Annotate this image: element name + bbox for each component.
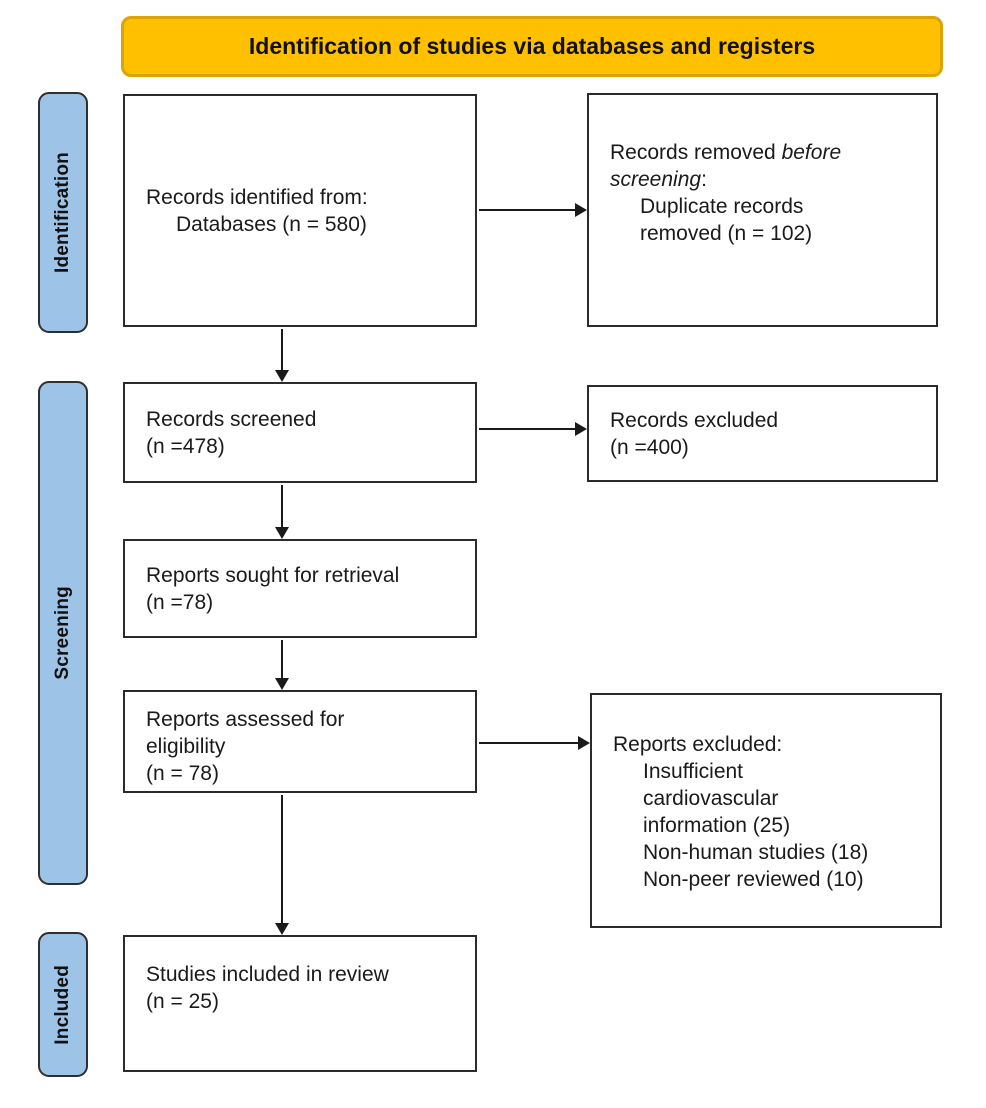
- arrow-screened-to-excluded-line: [479, 428, 576, 430]
- arrow-identified-to-screened-head: [275, 370, 289, 382]
- box-line: Records removed before: [610, 141, 842, 164]
- stage-screening-label: Screening: [52, 586, 73, 680]
- box-line: information (25): [643, 814, 791, 837]
- arrow-identified-to-removed-line: [479, 209, 576, 211]
- box-records-identified: Records identified from: Databases (n = …: [123, 94, 477, 327]
- arrow-sought-to-assessed-head: [275, 678, 289, 690]
- box-line: Databases (n = 580): [176, 212, 367, 236]
- box-line: Records screened: [146, 407, 317, 431]
- arrow-screened-to-sought-head: [275, 527, 289, 539]
- box-line: cardiovascular: [643, 787, 779, 810]
- stage-included-label: Included: [52, 964, 73, 1045]
- box-records-removed: Records removed before screening: Duplic…: [587, 93, 938, 327]
- box-line: Non-peer reviewed (10): [643, 868, 864, 891]
- box-line: Insufficient: [643, 760, 744, 783]
- box-line: (n =400): [610, 435, 689, 459]
- box-reports-excluded: Reports excluded: Insufficient cardiovas…: [590, 693, 942, 928]
- arrow-identified-to-removed-head: [575, 203, 587, 217]
- title-banner-label: Identification of studies via databases …: [248, 33, 816, 59]
- box-line: eligibility: [146, 735, 226, 758]
- box-line: (n =78): [146, 590, 214, 614]
- box-line: Duplicate records: [640, 195, 804, 218]
- arrow-assessed-to-excluded-line: [479, 742, 579, 744]
- arrow-screened-to-sought-line: [281, 485, 283, 528]
- arrow-assessed-to-included-line: [281, 795, 283, 924]
- box-records-screened: Records screened (n =478): [123, 382, 477, 483]
- box-line: removed (n = 102): [640, 222, 813, 245]
- arrow-sought-to-assessed-line: [281, 640, 283, 679]
- arrow-identified-to-screened-line: [281, 329, 283, 371]
- arrow-screened-to-excluded-head: [575, 422, 587, 436]
- box-line: (n = 25): [146, 990, 219, 1013]
- box-line: (n = 78): [146, 762, 219, 785]
- stage-identification: Identification: [38, 92, 88, 333]
- arrow-assessed-to-excluded-head: [578, 736, 590, 750]
- box-line: Reports assessed for: [146, 708, 345, 731]
- box-line: (n =478): [146, 434, 225, 458]
- box-line: Records excluded: [610, 408, 779, 432]
- box-reports-sought: Reports sought for retrieval (n =78): [123, 539, 477, 638]
- box-studies-included: Studies included in review (n = 25): [123, 935, 477, 1072]
- stage-identification-label: Identification: [52, 151, 73, 274]
- box-records-excluded: Records excluded (n =400): [587, 385, 938, 482]
- box-line: Studies included in review: [146, 963, 389, 986]
- box-line: Reports excluded:: [613, 733, 783, 756]
- arrow-assessed-to-included-head: [275, 923, 289, 935]
- stage-included: Included: [38, 932, 88, 1077]
- box-line: Reports sought for retrieval: [146, 563, 400, 587]
- box-line: Non-human studies (18): [643, 841, 869, 864]
- box-reports-assessed: Reports assessed for eligibility (n = 78…: [123, 690, 477, 793]
- title-banner: Identification of studies via databases …: [121, 16, 943, 77]
- stage-screening: Screening: [38, 381, 88, 885]
- box-line: Records identified from:: [146, 185, 368, 209]
- box-line: screening:: [610, 168, 707, 191]
